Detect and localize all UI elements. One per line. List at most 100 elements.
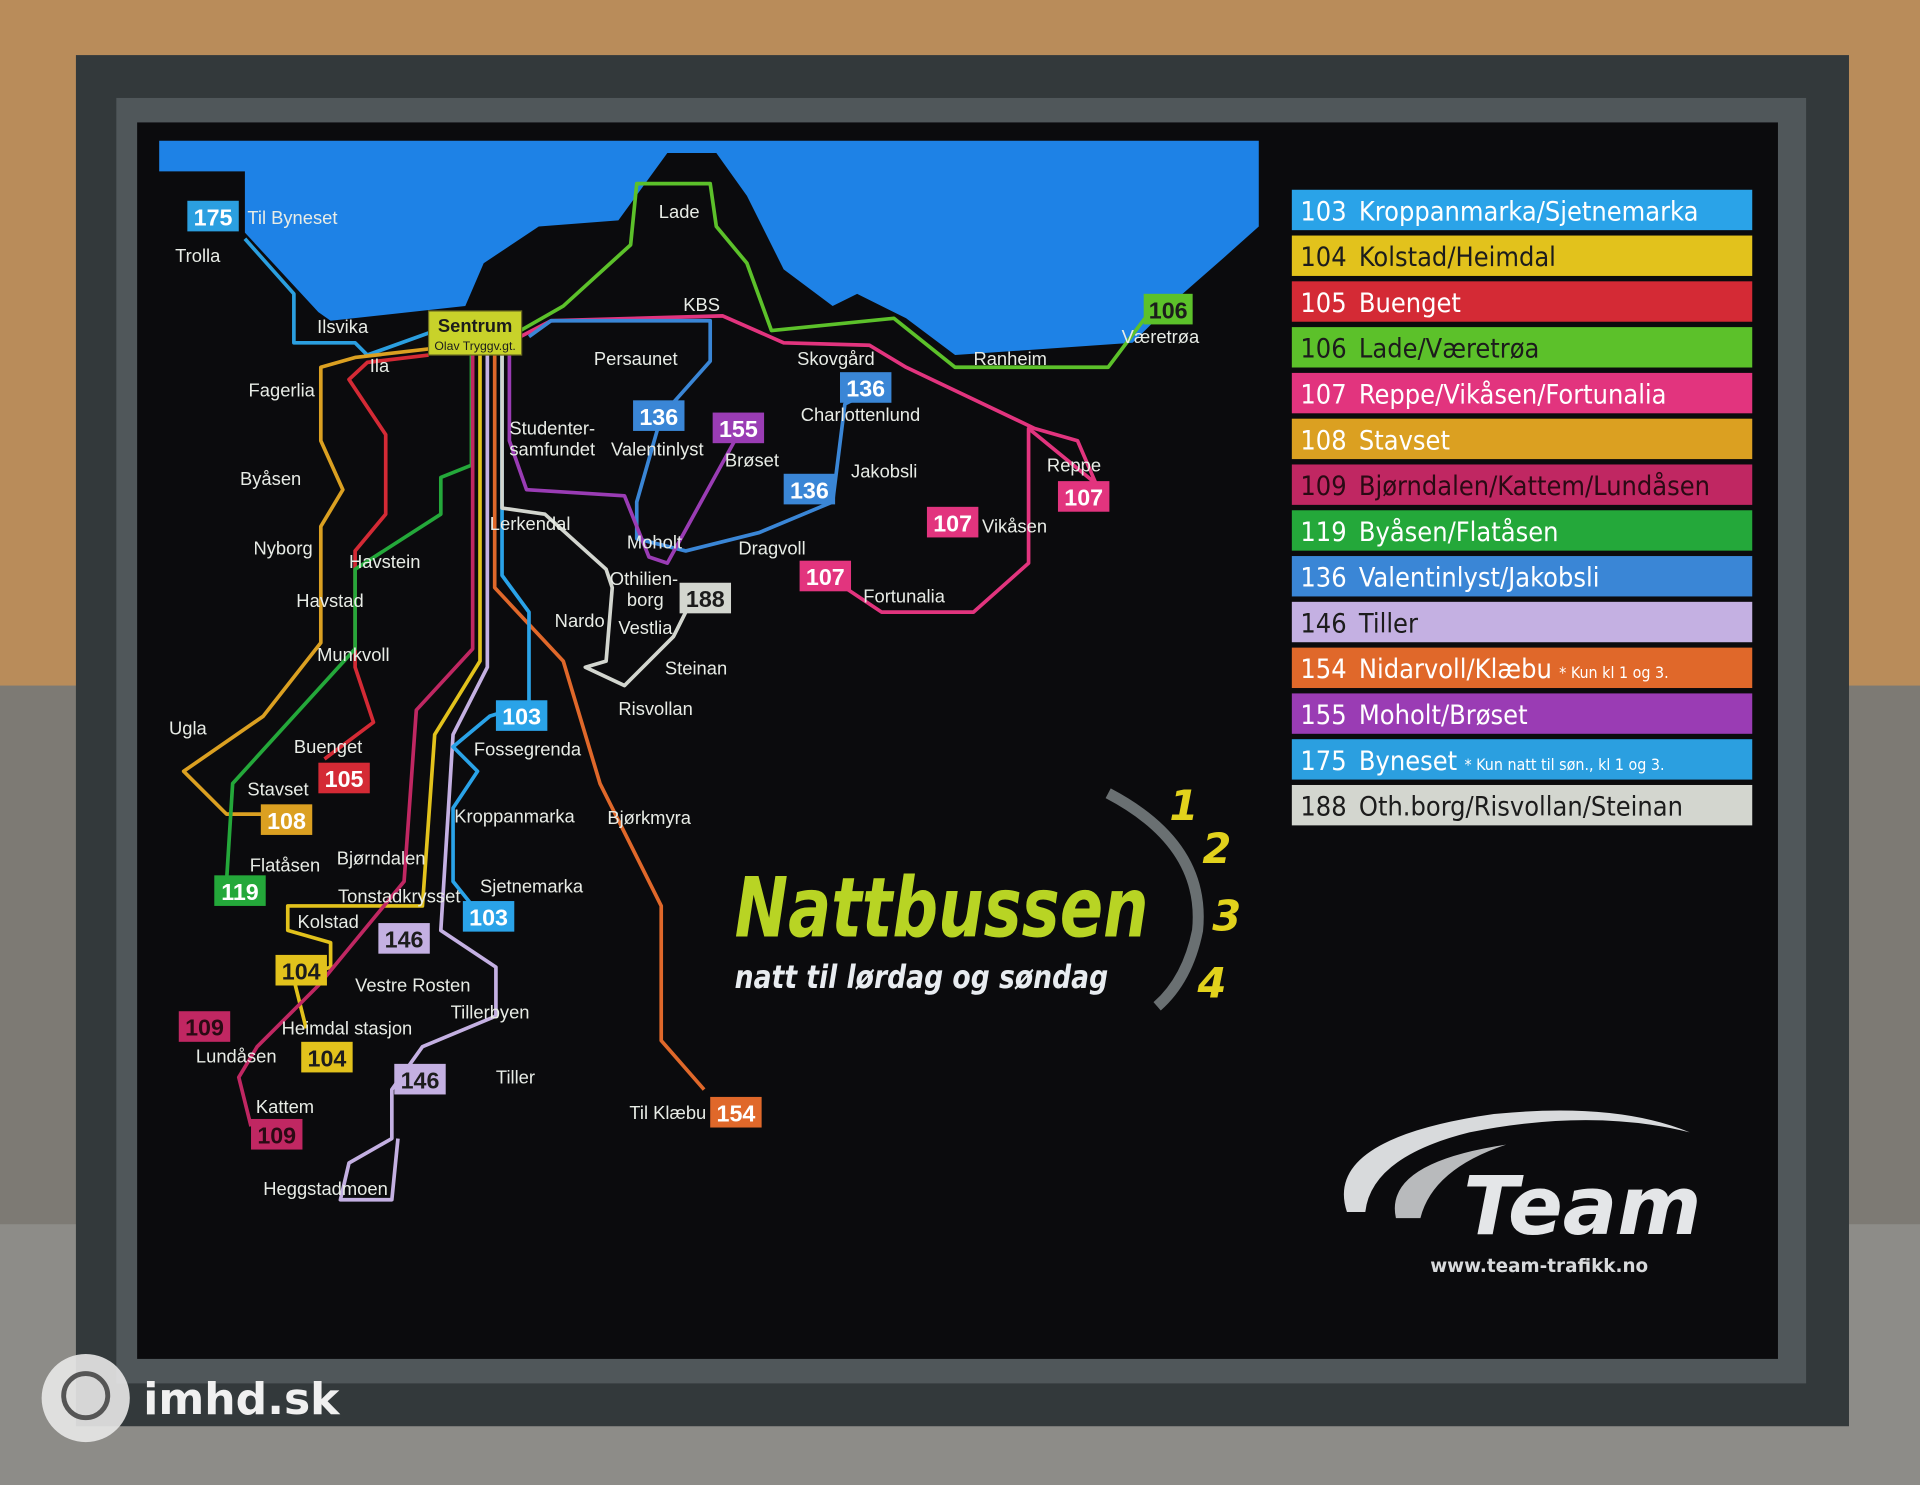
legend-row-108: 108 Stavset (1291, 418, 1753, 460)
station-label: Til Klæbu (629, 1102, 706, 1123)
badge-109: 109 (251, 1118, 303, 1150)
station-label: Studenter- (509, 418, 595, 439)
station-label: Reppe (1047, 454, 1101, 475)
badge-label: 109 (185, 1015, 224, 1041)
legend-route-name: Moholt/Brøset (1359, 700, 1528, 731)
station-label: Lundåsen (196, 1046, 277, 1067)
badge-136: 136 (633, 400, 685, 431)
legend-route-number: 105 (1300, 288, 1346, 319)
legend-row-146: 146 Tiller (1291, 601, 1753, 643)
badge-label: 105 (325, 766, 364, 792)
badge-label: 109 (257, 1122, 296, 1148)
imhd-watermark: imhd.sk (41, 1354, 341, 1443)
route-108-line (181, 347, 429, 816)
sentrum-label: Sentrum (438, 315, 512, 336)
route-154-line (492, 355, 706, 1091)
badge-label: 107 (933, 510, 972, 536)
station-label: Dragvoll (738, 538, 805, 559)
legend-color-bar (1291, 647, 1753, 689)
legend-color-bar (1291, 556, 1753, 597)
legend-color-bar (1291, 601, 1753, 643)
station-label: Jakobsli (851, 460, 917, 481)
legend-route-number: 175 (1300, 746, 1346, 777)
legend-route-name: Buenget (1359, 288, 1461, 319)
station-label: Fossegrenda (474, 738, 582, 759)
nattbussen-title: Nattbussen (735, 860, 1149, 957)
fjord-water (159, 140, 1259, 356)
station-label: Heimdal stasjon (282, 1017, 413, 1038)
sentrum-badge: Sentrum Olav Tryggv.gt. (427, 310, 523, 356)
station-label: Flatåsen (250, 855, 320, 876)
station-label: Trolla (175, 245, 221, 266)
legend-route-number: 108 (1300, 425, 1346, 456)
night-arc (1105, 788, 1204, 1011)
route-105-line (323, 353, 429, 761)
station-labels: Til Byneset Trolla Ilsvika Ila Fagerlia … (169, 201, 1200, 1199)
badge-119: 119 (214, 875, 266, 906)
legend-route-number: 146 (1300, 608, 1346, 639)
badge-105: 105 (318, 762, 370, 794)
station-label: KBS (683, 294, 720, 315)
badge-154: 154 (710, 1096, 762, 1128)
legend-route-name: Kolstad/Heimdal (1359, 242, 1556, 273)
badge-188: 188 (679, 582, 732, 614)
watermark-text: imhd.sk (143, 1374, 341, 1425)
station-label: Lade (659, 201, 700, 222)
badge-108: 108 (260, 804, 313, 835)
legend-label: 146 Tiller (1300, 608, 1418, 639)
station-label: Stavset (247, 779, 308, 800)
sentrum-sublabel: Olav Tryggv.gt. (434, 339, 515, 353)
badge-label: 175 (194, 204, 233, 230)
legend-route-note: * Kun natt til søn., kl 1 og 3. (1464, 755, 1664, 774)
station-label: Ugla (169, 718, 208, 739)
badge-label: 146 (385, 927, 424, 953)
station-label: Nardo (555, 610, 605, 631)
station-label: Havstad (296, 590, 363, 611)
station-label: Skovgård (797, 348, 875, 369)
night-number: 1 (1169, 781, 1198, 830)
legend-label: 119 Byåsen/Flatåsen (1300, 517, 1558, 548)
team-logo: Team www.team-trafikk.no (1343, 1110, 1702, 1277)
legend-color-bar (1291, 281, 1753, 322)
station-label: Risvollan (618, 698, 693, 719)
station-label: Vikåsen (982, 516, 1047, 537)
legend-route-name: Stavset (1359, 425, 1450, 456)
legend-route-number: 104 (1300, 242, 1346, 273)
badge-106: 106 (1143, 293, 1193, 325)
station-label: Charlottenlund (801, 404, 920, 425)
legend-label: 104 Kolstad/Heimdal (1300, 242, 1555, 273)
station-label: Tonstadkrysset (338, 885, 460, 906)
legend-route-name: Byåsen/Flatåsen (1359, 517, 1559, 548)
legend-route-number: 106 (1300, 334, 1346, 365)
legend-route-number: 188 (1300, 792, 1346, 823)
station-label: Vestre Rosten (355, 975, 470, 996)
badge-label: 103 (502, 704, 541, 730)
legend-color-bar (1291, 418, 1753, 460)
legend-route-name: Kroppanmarka/Sjetnemarka (1359, 196, 1699, 227)
legend-route-name: Tiller (1358, 608, 1418, 639)
legend-route-name: Reppe/Vikåsen/Fortunalia (1359, 380, 1667, 411)
route-badges: 175 106 136 136 136 155 107 107 107 188 … (178, 200, 1193, 1150)
legend-route-number: 136 (1300, 563, 1346, 594)
station-label: Tiller (496, 1066, 535, 1087)
station-label: borg (627, 589, 664, 610)
badge-109: 109 (178, 1011, 231, 1042)
night-numbers: 1 2 3 4 (1169, 781, 1241, 1008)
legend-route-name: Lade/Væretrøa (1359, 334, 1540, 365)
legend-color-bar (1291, 739, 1753, 780)
night-number: 4 (1197, 959, 1227, 1008)
legend-route-number: 119 (1300, 517, 1346, 548)
badge-label: 155 (719, 416, 758, 442)
station-label: Valentinlyst (611, 438, 704, 459)
station-label: Havstein (349, 551, 420, 572)
station-label: Vestlia (618, 617, 673, 638)
legend-row-104: 104 Kolstad/Heimdal (1291, 235, 1753, 276)
